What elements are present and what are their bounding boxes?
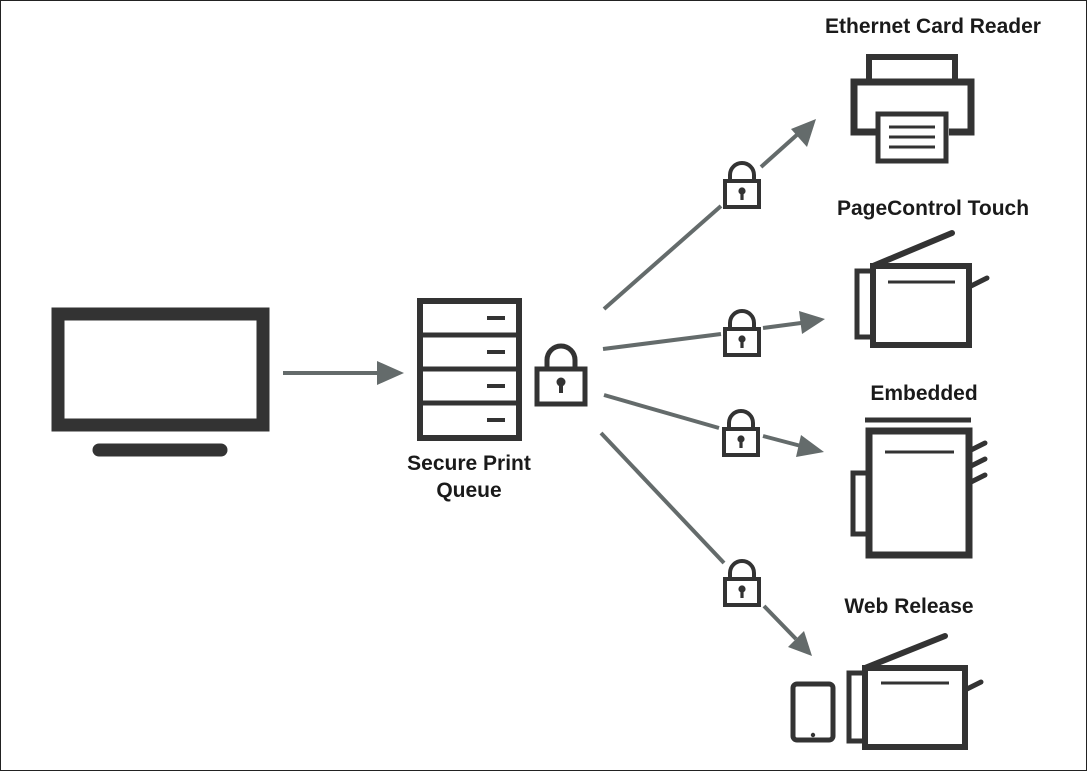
mfp-icon xyxy=(854,230,990,348)
route-embedded xyxy=(603,393,824,457)
ethernet-card-reader-label: Ethernet Card Reader xyxy=(825,15,1041,38)
padlock-icon xyxy=(723,309,761,357)
monitor-icon xyxy=(51,307,270,457)
queue-padlock-icon xyxy=(534,343,588,407)
padlock-icon xyxy=(722,409,760,457)
queue-label-line2: Queue xyxy=(436,479,502,502)
copier-icon xyxy=(850,417,988,559)
padlock-icon xyxy=(723,161,761,209)
pagecontrol-touch-label: PageControl Touch xyxy=(836,197,1030,220)
tablet-icon xyxy=(790,681,836,743)
route-pagecontrol xyxy=(602,309,825,357)
web-release-label: Web Release xyxy=(844,595,974,618)
server-icon xyxy=(417,298,522,441)
printer-icon xyxy=(850,54,975,164)
arrow-to-queue xyxy=(283,361,404,385)
route-web-release xyxy=(599,431,812,656)
padlock-icon xyxy=(723,559,761,607)
web-release-mfp-icon xyxy=(846,633,984,750)
queue-label-line1: Secure Print xyxy=(407,452,531,475)
embedded-label: Embedded xyxy=(870,382,978,405)
route-ethernet xyxy=(602,119,816,311)
queue-label: Secure Print Queue xyxy=(385,450,553,504)
